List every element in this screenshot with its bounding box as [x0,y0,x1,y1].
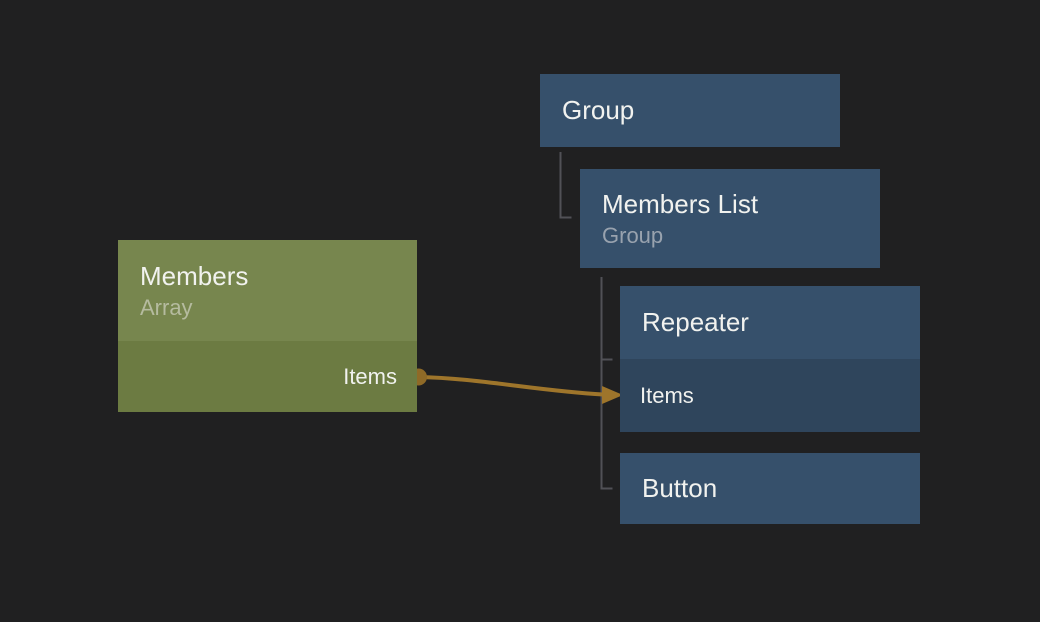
connection-wire[interactable] [416,375,605,397]
port-label: Items [343,363,397,389]
node-button[interactable]: Button [620,453,920,524]
node-title: Group [562,95,635,125]
node-title: Repeater [642,307,749,337]
node-title: Members List [602,188,759,219]
port-row-items-output[interactable]: Items [118,341,417,412]
port-label: Items [640,382,694,408]
node-group[interactable]: Group [540,74,840,147]
node-members[interactable]: Members Array Items [118,240,417,412]
tree-connector-line [559,152,572,219]
node-subtitle: Array [140,294,193,320]
node-subtitle: Group [602,222,664,248]
node-title: Members [140,260,249,291]
node-title: Button [642,473,718,503]
port-row-items-input[interactable]: Items [620,359,920,432]
tree-connector-line [600,277,613,490]
node-members-list[interactable]: Members List Group [580,169,880,268]
node-repeater[interactable]: Repeater Items [620,286,920,432]
